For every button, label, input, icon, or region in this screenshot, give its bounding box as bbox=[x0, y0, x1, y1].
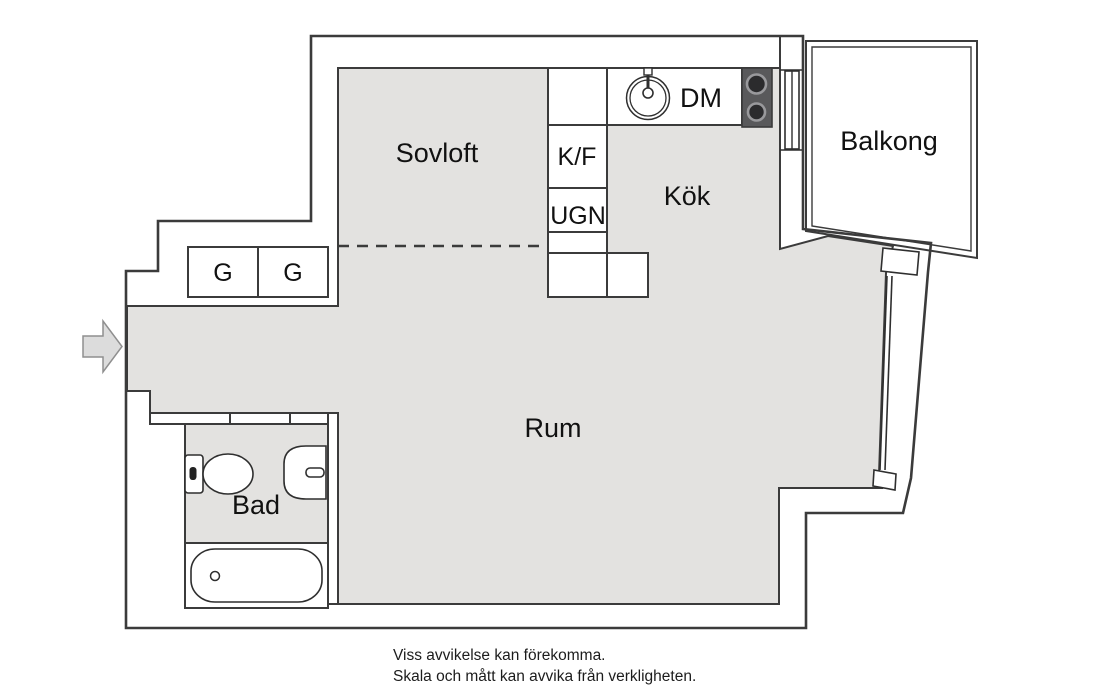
toilet-icon bbox=[184, 453, 254, 495]
bathroom-sink-tap bbox=[305, 467, 325, 478]
balcony-inner-wall bbox=[811, 46, 972, 252]
disclaimer-line-1: Viss avvikelse kan förekomma. bbox=[393, 647, 606, 664]
room-label-sovloft: Sovloft bbox=[396, 138, 479, 168]
burner-icon bbox=[746, 102, 767, 122]
wardrobe-box-right bbox=[257, 246, 329, 298]
stove-icon bbox=[741, 67, 773, 128]
bathtub-drain bbox=[209, 570, 221, 582]
entrance-arrow-icon bbox=[82, 318, 123, 375]
balcony-window bbox=[779, 36, 803, 151]
disclaimer-line-2: Skala och mått kan avvika från verklighe… bbox=[393, 668, 696, 685]
bathtub-icon bbox=[184, 542, 329, 609]
kitchen-island-cabinet bbox=[547, 252, 649, 298]
bathroom-door-stub-right bbox=[289, 412, 329, 425]
bathroom-rum-wall bbox=[327, 412, 339, 605]
room-label-kok: Kök bbox=[664, 181, 711, 211]
wardrobe-label-right: G bbox=[283, 259, 302, 287]
kitchen-cabinets: K/F UGN bbox=[547, 67, 649, 298]
wardrobe-label-left: G bbox=[213, 259, 232, 287]
wardrobes: G G bbox=[187, 246, 329, 298]
kitchen-counter: DM bbox=[606, 67, 743, 126]
apartment-outer-wall bbox=[124, 34, 933, 630]
fridge-freezer-label: K/F bbox=[558, 143, 597, 171]
room-label-rum: Rum bbox=[524, 413, 581, 443]
burner-icon bbox=[745, 73, 768, 95]
room-label-balkong: Balkong bbox=[840, 126, 938, 156]
kitchen-tap bbox=[643, 67, 653, 76]
kitchen-sink-icon bbox=[625, 67, 671, 121]
wardrobe-box-left bbox=[187, 246, 259, 298]
room-label-bad: Bad bbox=[232, 490, 280, 520]
bathroom-door-stub-left bbox=[149, 412, 231, 425]
kitchen-cabinet-column bbox=[547, 67, 608, 254]
balcony: Balkong bbox=[805, 40, 978, 260]
bathroom-sink-icon bbox=[283, 445, 327, 500]
bay-window bbox=[872, 247, 920, 491]
dishwasher-label: DM bbox=[680, 83, 722, 113]
oven-label: UGN bbox=[550, 202, 606, 230]
balcony-outer-wall bbox=[805, 40, 978, 260]
